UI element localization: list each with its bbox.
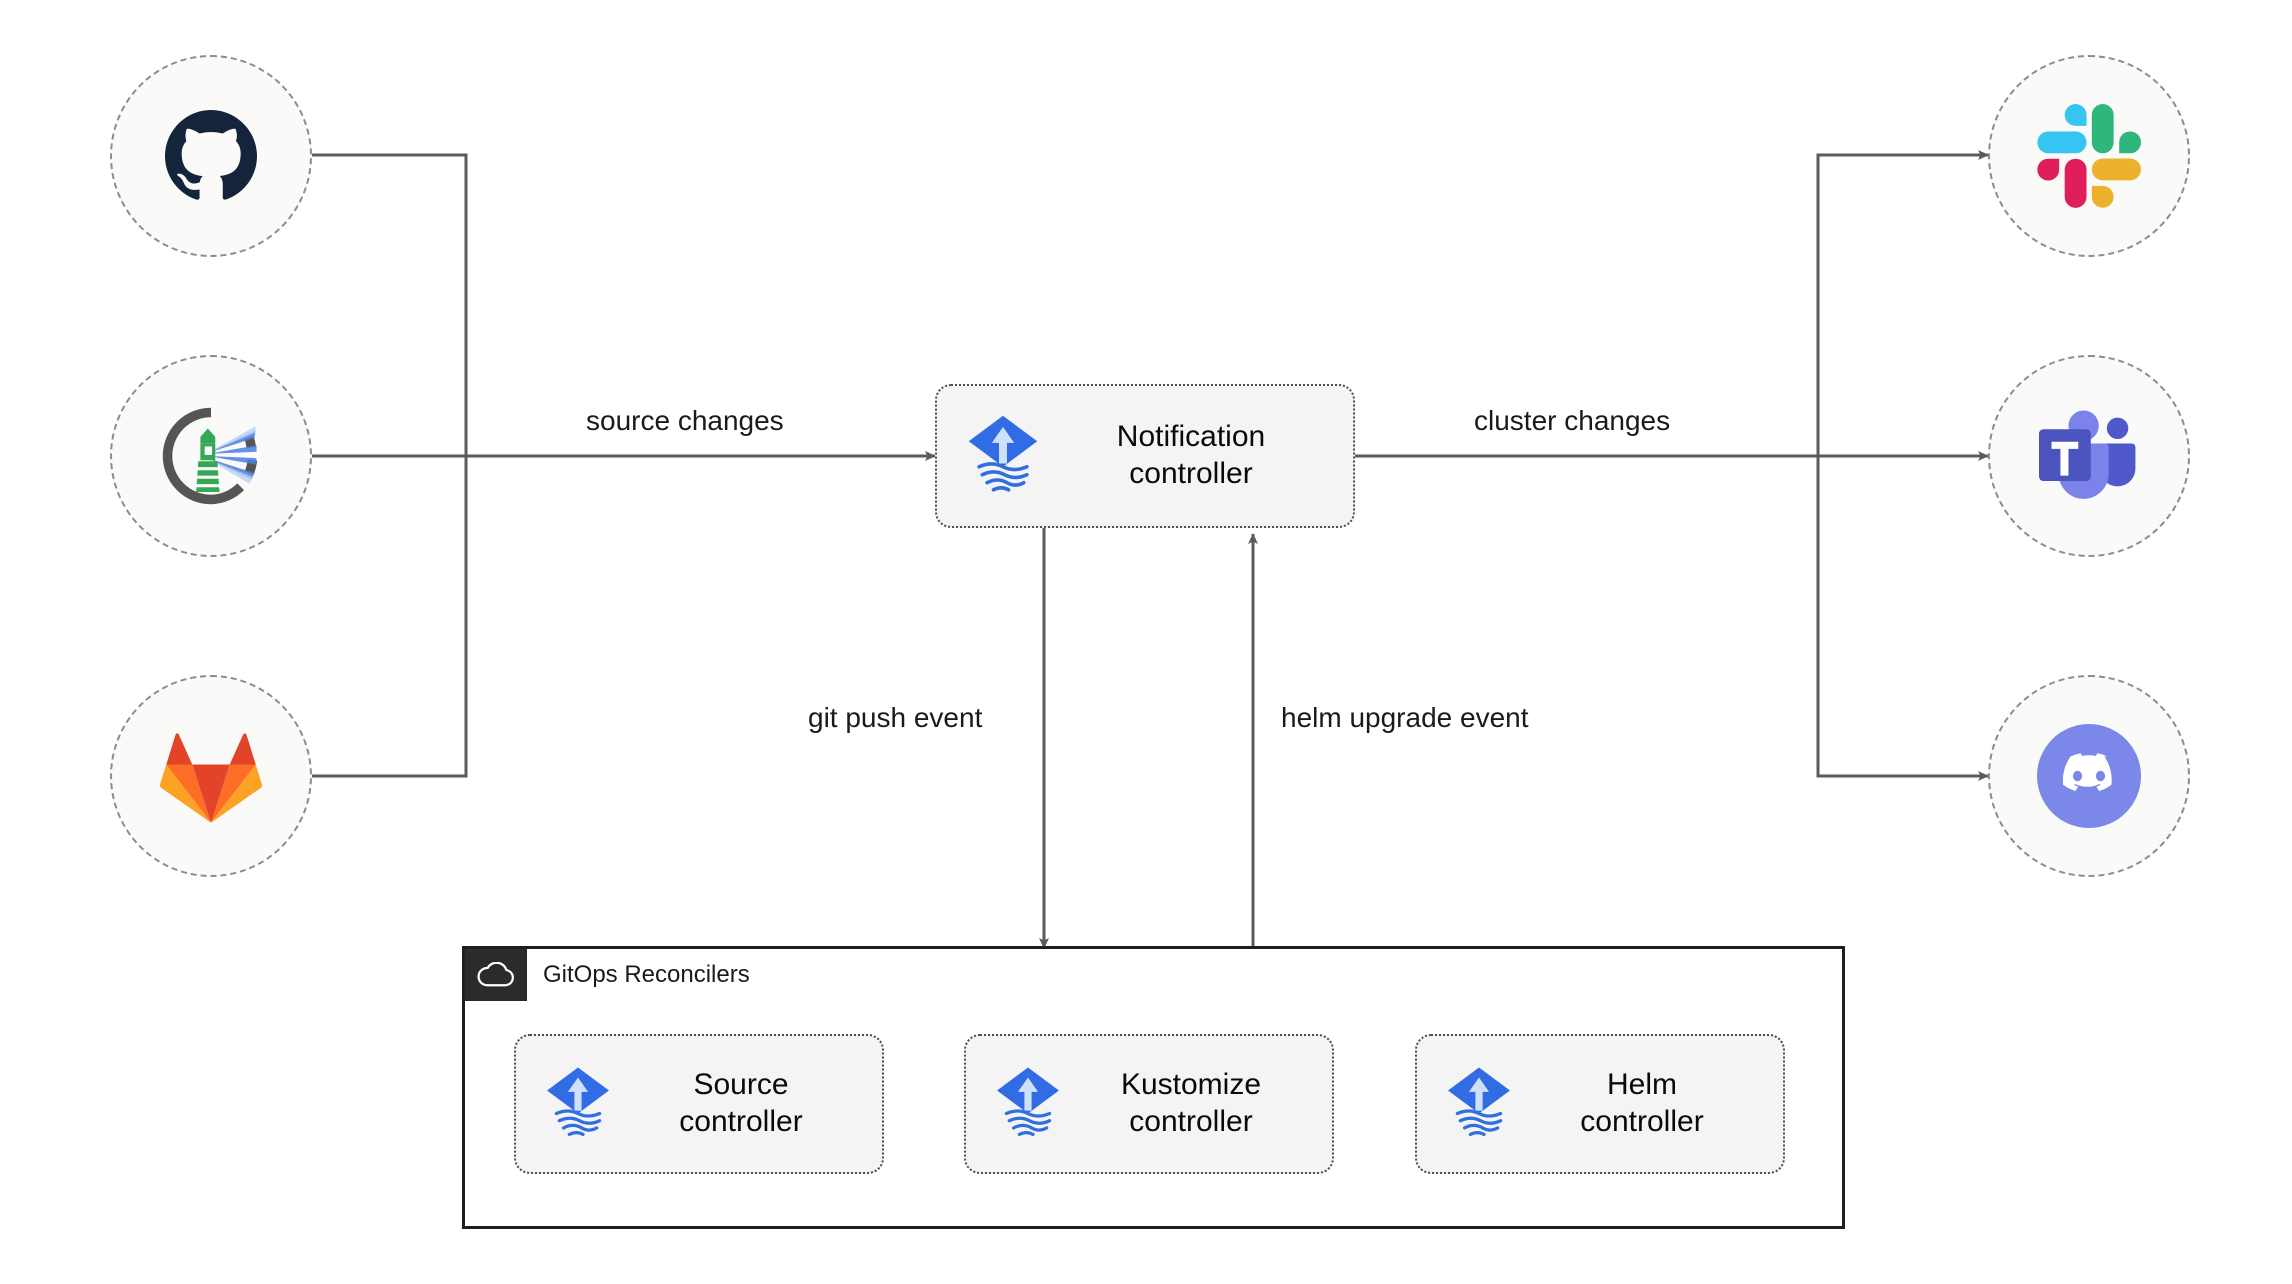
helm-controller-label: Helm controller xyxy=(1580,1068,1704,1138)
kustomize-controller-label: Kustomize controller xyxy=(1120,1068,1262,1138)
slack-icon xyxy=(2037,104,2141,208)
flux-icon xyxy=(1443,1063,1515,1146)
source-node-gitlab[interactable] xyxy=(110,675,312,877)
edge-gitlab-to-bus xyxy=(311,456,468,778)
helm-controller-box[interactable]: Helm controller xyxy=(1415,1034,1785,1174)
kustomize-controller-box[interactable]: Kustomize controller xyxy=(964,1034,1334,1174)
edge-github-to-bus xyxy=(311,153,468,456)
lighthouse-icon xyxy=(162,407,258,505)
flux-icon xyxy=(542,1063,614,1146)
flux-icon xyxy=(992,1063,1064,1146)
flux-icon xyxy=(963,411,1043,502)
edge-label-git-push-event: git push event xyxy=(800,700,991,736)
gitlab-icon xyxy=(159,733,263,823)
destination-node-teams[interactable] xyxy=(1988,355,2190,557)
cloud-icon xyxy=(477,962,514,987)
notification-controller-label: Notification controller xyxy=(1116,420,1266,490)
microsoft-teams-icon xyxy=(2039,410,2136,499)
source-node-lighthouse[interactable] xyxy=(110,355,312,557)
group-title: GitOps Reconcilers xyxy=(543,961,750,988)
edge-label-helm-upgrade-event: helm upgrade event xyxy=(1273,700,1537,736)
edge-label-source-changes: source changes xyxy=(578,403,792,439)
destination-node-slack[interactable] xyxy=(1988,55,2190,257)
edge-to-discord xyxy=(1816,456,1989,781)
source-node-github[interactable] xyxy=(110,55,312,257)
github-icon xyxy=(165,110,257,200)
notification-controller-box[interactable]: Notification controller xyxy=(935,384,1355,528)
discord-icon xyxy=(2037,724,2141,828)
group-icon-tab xyxy=(465,949,527,1001)
source-controller-label: Source controller xyxy=(679,1068,803,1138)
source-controller-box[interactable]: Source controller xyxy=(514,1034,884,1174)
edge-label-cluster-changes: cluster changes xyxy=(1466,403,1679,439)
destination-node-discord[interactable] xyxy=(1988,675,2190,877)
edge-to-slack xyxy=(1816,150,1989,456)
